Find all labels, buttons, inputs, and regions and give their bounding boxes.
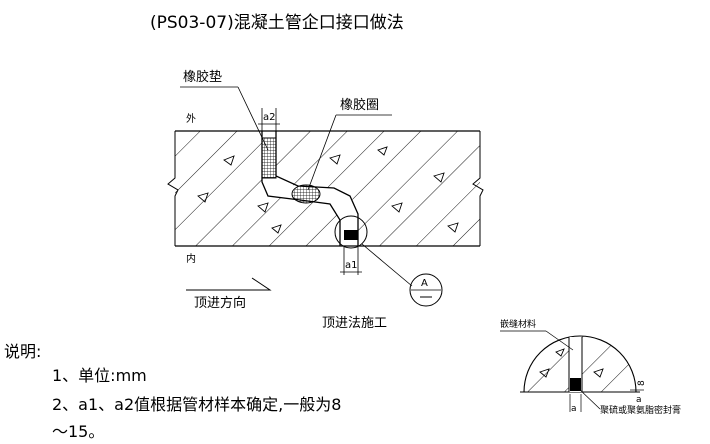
- notes-item-2: 2、a1、a2值根据管材样本确定,一般为8: [52, 395, 341, 414]
- detail-dim-a: a: [571, 404, 577, 414]
- page-title: (PS03-07)混凝土管企口接口做法: [150, 13, 404, 33]
- detail-callout-circle: [409, 273, 443, 307]
- label-outside: 外: [186, 113, 196, 125]
- right-break: [472, 131, 484, 246]
- label-rubber-ring: 橡胶圈: [340, 97, 379, 113]
- label-inside: 内: [186, 252, 196, 265]
- detail-marker-text: A: [421, 278, 428, 289]
- detail-circle: [334, 215, 368, 249]
- detail-fraction-top: 8: [637, 380, 647, 386]
- rubber-ring: [291, 184, 321, 204]
- rubber-gasket: [261, 137, 277, 179]
- aggregate-marks: [197, 146, 459, 234]
- sealant-block: [344, 230, 358, 240]
- notes-item-1: 1、单位:mm: [52, 366, 147, 385]
- notes-heading: 说明:: [4, 342, 41, 361]
- label-construction: 顶进法施工: [322, 316, 387, 331]
- detail-fraction-bottom: a: [636, 395, 642, 405]
- detail-a: [520, 335, 640, 393]
- label-rubber-gasket: 橡胶垫: [183, 69, 222, 85]
- jacking-arrow: [186, 277, 272, 291]
- left-break: [167, 131, 179, 246]
- notes-item-2-cont: ～15。: [52, 422, 104, 441]
- dim-a2: a2: [263, 112, 276, 123]
- label-sealant: 聚硫或聚氨脂密封膏: [600, 404, 681, 416]
- label-filler: 嵌缝材料: [500, 318, 536, 330]
- detail-sealant: [570, 378, 581, 391]
- dim-a1: a1: [345, 260, 358, 271]
- label-jacking-direction: 顶进方向: [194, 295, 246, 311]
